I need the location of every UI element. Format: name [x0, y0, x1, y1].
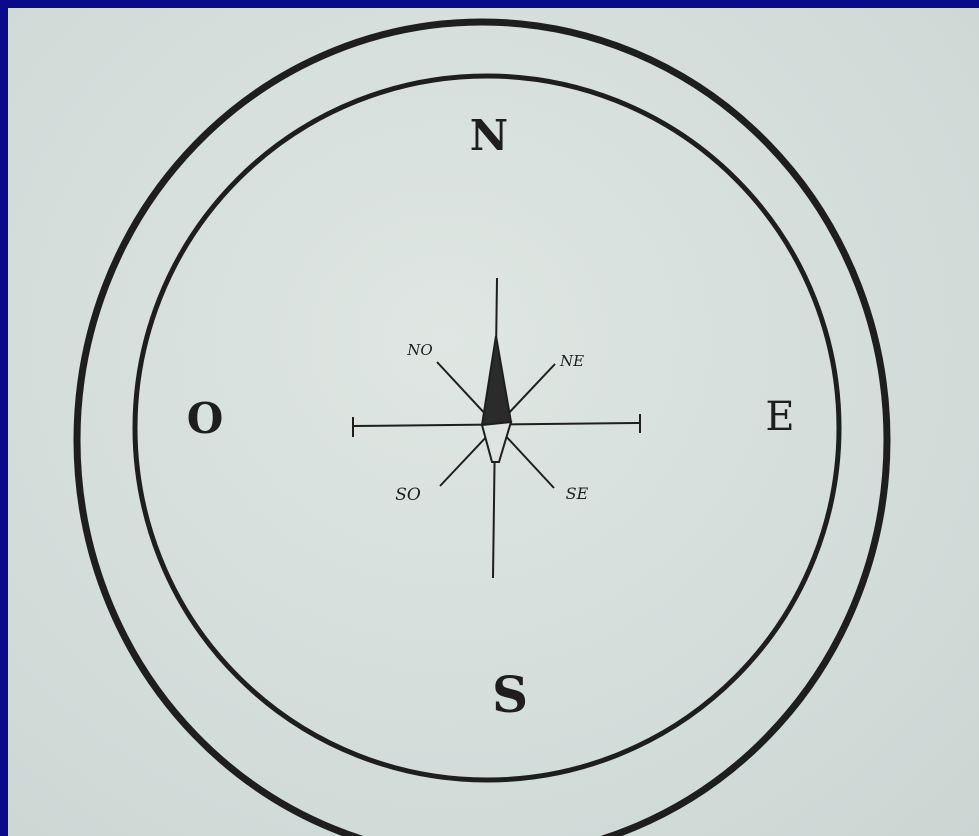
south-label: S [492, 665, 528, 724]
compass-drawing: N S E O NO NE SO SE [8, 8, 979, 836]
north-needle [482, 336, 511, 425]
east-label: E [765, 394, 794, 440]
northeast-label: NE [559, 352, 584, 370]
southeast-label: SE [566, 484, 589, 503]
paper-sheet: N S E O NO NE SO SE [8, 8, 979, 836]
west-label: O [187, 394, 224, 443]
south-needle [482, 422, 511, 462]
southwest-label: SO [395, 485, 421, 505]
north-label: N [470, 111, 508, 160]
northwest-label: NO [406, 341, 432, 359]
